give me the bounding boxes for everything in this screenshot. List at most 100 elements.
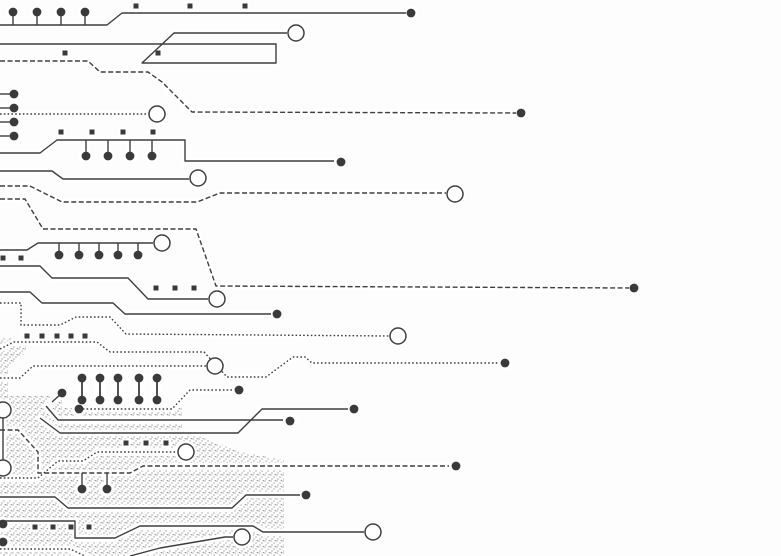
pad-ring xyxy=(206,357,224,375)
square-pad xyxy=(150,129,156,135)
via-dot xyxy=(95,373,105,383)
via-dot xyxy=(234,385,244,395)
pad-ring xyxy=(189,169,207,187)
pad-ring xyxy=(364,523,382,541)
trace-line xyxy=(0,520,364,539)
via-dot xyxy=(336,157,346,167)
via-dot xyxy=(74,404,84,414)
square-pad xyxy=(172,285,178,291)
trace-line xyxy=(129,536,233,556)
trace-line xyxy=(0,494,300,509)
via-dot xyxy=(56,7,66,17)
trace-line xyxy=(0,451,177,479)
square-pad xyxy=(187,3,193,9)
square-pad xyxy=(123,440,129,446)
via-dot xyxy=(8,7,18,17)
square-pad xyxy=(89,129,95,135)
square-pad xyxy=(82,333,88,339)
via-dot xyxy=(152,373,162,383)
via-dot xyxy=(94,250,104,260)
trace-line xyxy=(0,548,86,556)
via-dot xyxy=(9,131,19,141)
via-dot xyxy=(451,461,461,471)
trace-line xyxy=(45,405,283,421)
square-pad xyxy=(163,440,169,446)
via-dot xyxy=(102,484,112,494)
pad-ring xyxy=(446,185,464,203)
trace-line xyxy=(0,429,449,474)
square-pad xyxy=(39,333,45,339)
square-pad xyxy=(24,333,30,339)
square-pad xyxy=(242,3,248,9)
square-pad xyxy=(68,524,74,530)
via-dot xyxy=(57,388,67,398)
via-dot xyxy=(95,395,105,405)
via-dot xyxy=(0,537,8,547)
trace-line xyxy=(0,198,630,289)
via-dot xyxy=(32,7,42,17)
trace-line xyxy=(79,389,233,410)
via-dot xyxy=(77,484,87,494)
via-dot xyxy=(147,151,157,161)
trace-line xyxy=(0,185,446,203)
via-dot xyxy=(54,250,64,260)
via-dot xyxy=(81,151,91,161)
via-dot xyxy=(0,519,8,529)
via-dot xyxy=(272,309,282,319)
square-pad xyxy=(155,50,161,56)
pad-ring xyxy=(0,459,12,477)
square-pad xyxy=(133,3,139,9)
via-dot xyxy=(134,395,144,405)
pad-ring xyxy=(233,528,251,546)
pad-ring xyxy=(153,234,171,252)
line-layer xyxy=(0,12,630,556)
trace-line xyxy=(0,341,499,378)
square-pad xyxy=(143,440,149,446)
via-dot xyxy=(125,151,135,161)
trace-line xyxy=(0,265,208,300)
pad-ring xyxy=(287,24,305,42)
square-pad xyxy=(68,333,74,339)
via-dot xyxy=(301,490,311,500)
via-dot xyxy=(500,358,510,368)
trace-line xyxy=(39,408,348,434)
via-dot xyxy=(74,250,84,260)
square-pad xyxy=(86,524,92,530)
via-dot xyxy=(349,404,359,414)
pad-ring xyxy=(389,327,407,345)
trace-line xyxy=(0,60,517,114)
square-pad xyxy=(32,524,38,530)
trace-line xyxy=(0,291,271,315)
pad-ring xyxy=(177,443,195,461)
trace-line xyxy=(0,32,287,64)
via-dot xyxy=(9,89,19,99)
trace-line xyxy=(0,170,189,180)
square-pad xyxy=(58,129,64,135)
square-pad xyxy=(18,255,24,261)
square-pad xyxy=(153,285,159,291)
square-pad xyxy=(191,285,197,291)
via-dot xyxy=(113,395,123,405)
trace-line xyxy=(0,302,390,337)
square-pad xyxy=(120,129,126,135)
via-dot xyxy=(406,8,416,18)
pad-ring xyxy=(0,401,12,419)
via-dot xyxy=(113,373,123,383)
trace-line xyxy=(0,242,153,251)
square-pad xyxy=(62,50,68,56)
via-dot xyxy=(152,395,162,405)
via-dot xyxy=(113,250,123,260)
via-dot xyxy=(9,103,19,113)
pad-layer xyxy=(0,3,639,547)
via-dot xyxy=(80,7,90,17)
square-pad xyxy=(0,255,6,261)
via-dot xyxy=(629,283,639,293)
pad-ring xyxy=(148,105,166,123)
via-dot xyxy=(103,151,113,161)
square-pad xyxy=(50,524,56,530)
trace-line xyxy=(0,12,406,26)
via-dot xyxy=(516,108,526,118)
via-dot xyxy=(77,373,87,383)
